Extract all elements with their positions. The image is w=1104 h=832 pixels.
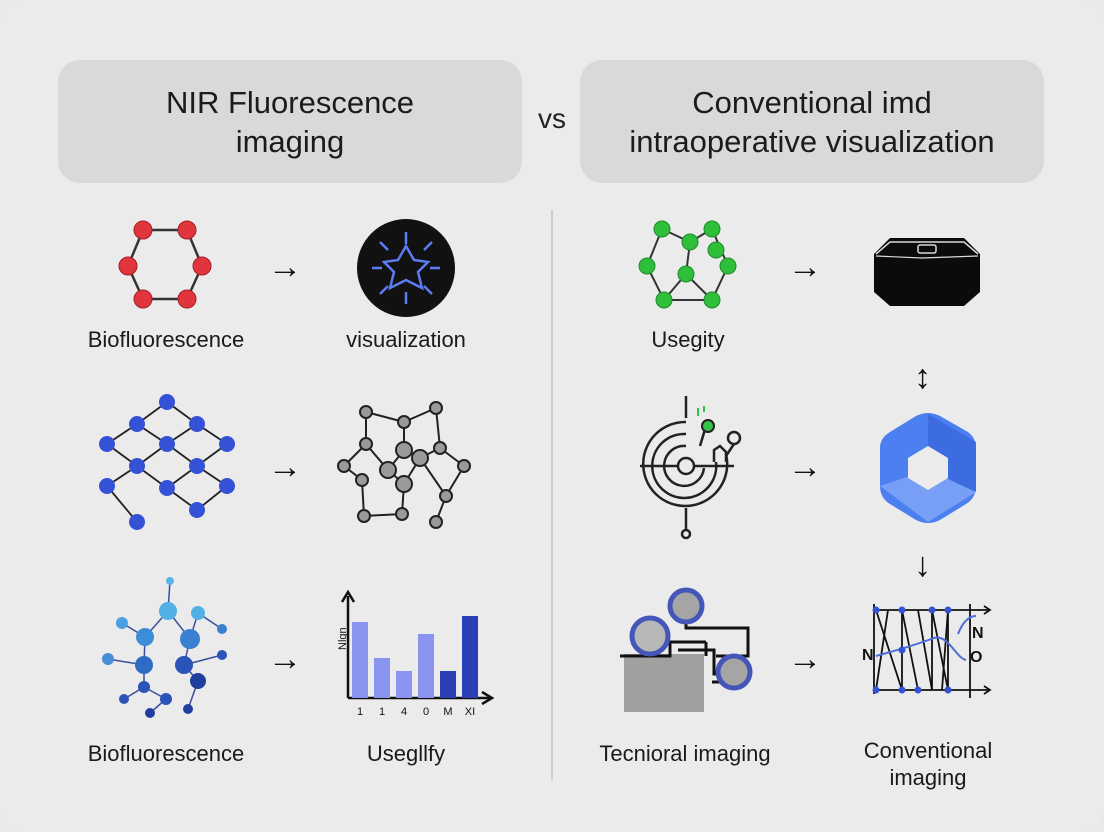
tick-label-0: 1 — [357, 706, 363, 718]
black-octagon-device-icon — [874, 238, 980, 306]
arrow-right-4: → — [788, 248, 822, 286]
red-molecule-icon — [118, 220, 212, 309]
green-molecule-icon — [638, 220, 737, 309]
header-left: NIR Fluorescence imaging — [58, 60, 522, 183]
bar-2 — [396, 671, 412, 698]
tick-label-3: 0 — [423, 706, 429, 718]
header-left-text: NIR Fluorescence imaging — [165, 84, 415, 159]
tick-label-1: 1 — [379, 706, 385, 718]
tick-label-4: M — [443, 706, 452, 718]
circuit-target-icon — [640, 396, 742, 540]
blue-network-icon — [99, 394, 235, 530]
fluorescence-star-icon — [357, 219, 455, 317]
chart-ylabel: Nlgn — [337, 627, 349, 650]
plot-label-o-right: O — [970, 649, 982, 666]
label-usegity: Usegity — [651, 327, 725, 352]
plot-label-n-left: N — [862, 647, 874, 664]
arrow-right-1: → — [268, 248, 302, 286]
label-visualization: visualization — [346, 327, 466, 352]
label-biofluorescence-2: Biofluorescence — [87, 741, 245, 766]
arrow-right-3: → — [268, 640, 302, 678]
label-biofluorescence-1: Biofluorescence — [87, 327, 245, 352]
small-bar-chart: Nlgn 1 1 4 0 M XI — [337, 589, 495, 718]
blue-hexagon-icon — [880, 413, 976, 523]
arrow-right-5: → — [788, 448, 822, 486]
arrow-right-2: → — [268, 448, 302, 486]
label-tecnioral-imaging: Tecnioral imaging — [599, 741, 771, 766]
signal-plot-icon: N N O — [862, 604, 992, 698]
plot-label-n-right: N — [972, 625, 984, 642]
header-right-text: Conventional imd intraoperative visualiz… — [629, 84, 995, 159]
center-divider — [551, 210, 553, 780]
label-usegllfy: Usegllfy — [366, 741, 446, 766]
bar-4 — [440, 671, 456, 698]
bar-1 — [374, 658, 390, 698]
arrow-down: ↓ — [914, 546, 931, 584]
tick-label-5: XI — [465, 706, 475, 718]
pipe-diagram-icon — [620, 587, 753, 712]
blue-tree-icon — [102, 577, 227, 718]
vs-label: vs — [538, 103, 566, 134]
bar-3 — [418, 634, 434, 698]
gray-network-icon — [337, 401, 471, 529]
arrow-updown: ↕ — [914, 358, 931, 396]
arrow-right-6: → — [788, 640, 822, 678]
bar-0 — [352, 622, 368, 698]
header-right: Conventional imd intraoperative visualiz… — [580, 60, 1044, 183]
bar-5 — [462, 616, 478, 698]
label-conventional-imaging: Conventional imaging — [863, 738, 993, 790]
tick-label-2: 4 — [401, 706, 407, 718]
